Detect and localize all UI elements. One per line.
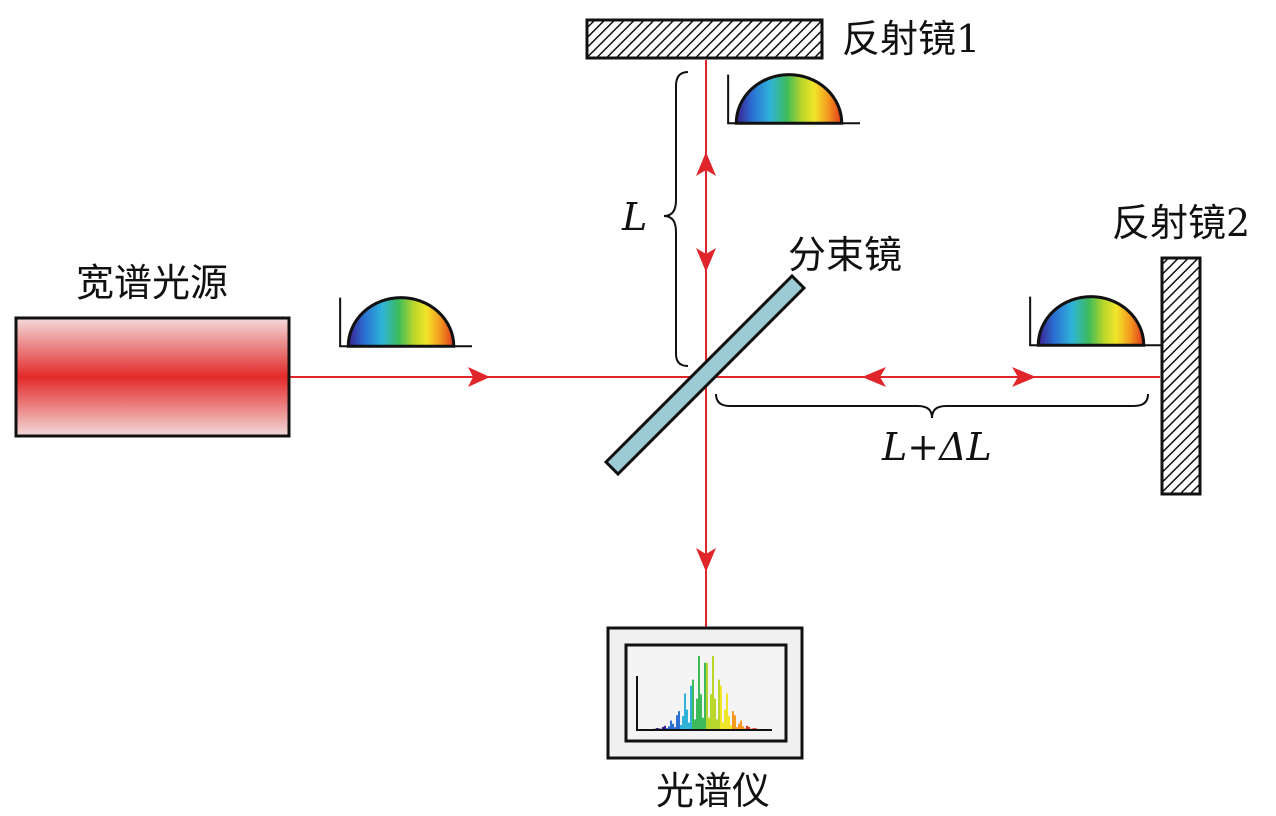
fringe-bar — [718, 679, 720, 729]
fringe-bar — [700, 694, 702, 729]
fringe-bar — [714, 698, 716, 729]
arrow-right-icon — [468, 367, 490, 387]
fringe-bar — [656, 728, 658, 729]
fringe-bar — [736, 727, 738, 729]
fringe-bar — [670, 720, 672, 729]
fringe-bar — [706, 662, 708, 729]
fringe-bar — [676, 715, 678, 729]
arrow-up-icon — [696, 152, 716, 176]
fringe-bar — [754, 728, 756, 729]
beamsplitter-label: 分束镜 — [788, 233, 902, 277]
fringe-bar — [686, 709, 688, 729]
spectrum-icon — [340, 298, 472, 347]
arm-1-brace — [663, 71, 689, 367]
arrow-right-icon — [1012, 367, 1036, 387]
fringe-bar — [722, 722, 724, 729]
fringe-bar — [742, 726, 744, 729]
fringe-bar — [678, 711, 680, 729]
mirror-1 — [585, 18, 824, 60]
fringe-bar — [720, 685, 722, 729]
fringe-bar — [704, 662, 706, 729]
mirror-1-label: 反射镜1 — [842, 17, 980, 61]
beamsplitter — [603, 273, 807, 477]
fringe-bar — [688, 722, 690, 729]
fringe-bar — [744, 728, 746, 729]
fringe-bar — [716, 719, 718, 729]
broadband-source — [14, 316, 291, 438]
arrow-left-icon — [862, 367, 886, 387]
fringe-bar — [746, 725, 748, 729]
fringe-bar — [738, 723, 740, 729]
fringe-bar — [734, 715, 736, 729]
fringe-bar — [728, 716, 730, 729]
arrow-down-icon — [696, 548, 716, 572]
fringe-bar — [668, 726, 670, 729]
arm-1-length-label: L — [621, 195, 647, 239]
arrow-down-icon — [696, 248, 716, 272]
fringe-bar — [694, 719, 696, 729]
source-label: 宽谱光源 — [76, 261, 228, 305]
fringe-bar — [696, 698, 698, 729]
fringe-bar — [684, 693, 686, 729]
fringe-bar — [666, 728, 668, 729]
interference-spectrum-icon — [652, 655, 760, 729]
spectrometer — [606, 626, 804, 760]
fringe-bar — [662, 726, 664, 729]
fringe-bar — [724, 709, 726, 729]
mirror-2 — [1160, 256, 1202, 496]
arm-2-brace — [715, 393, 1149, 419]
spectrum-icon — [728, 75, 860, 124]
fringe-bar — [752, 728, 754, 729]
fringe-bar — [682, 716, 684, 729]
fringe-bar — [748, 726, 750, 729]
fringe-bar — [710, 694, 712, 729]
arm-2-length-label: L+ΔL — [881, 425, 992, 469]
fringe-bar — [702, 717, 704, 729]
fringe-bar — [712, 655, 714, 729]
fringe-bar — [730, 725, 732, 729]
fringe-bar — [708, 717, 710, 729]
beam-arrows — [468, 152, 1036, 572]
fringe-bar — [732, 711, 734, 729]
fringe-bar — [690, 685, 692, 729]
mirror-2-label: 反射镜2 — [1112, 201, 1250, 245]
fringe-bar — [672, 723, 674, 729]
fringe-bar — [692, 679, 694, 729]
fringe-bar — [664, 725, 666, 729]
spectrum-icon — [1030, 297, 1162, 346]
fringe-bar — [680, 725, 682, 729]
fringe-bar — [740, 720, 742, 729]
fringe-bar — [698, 655, 700, 729]
fringe-bar — [726, 693, 728, 729]
fringe-bar — [674, 727, 676, 729]
spectrometer-label: 光谱仪 — [656, 769, 770, 813]
fringe-bar — [658, 728, 660, 729]
